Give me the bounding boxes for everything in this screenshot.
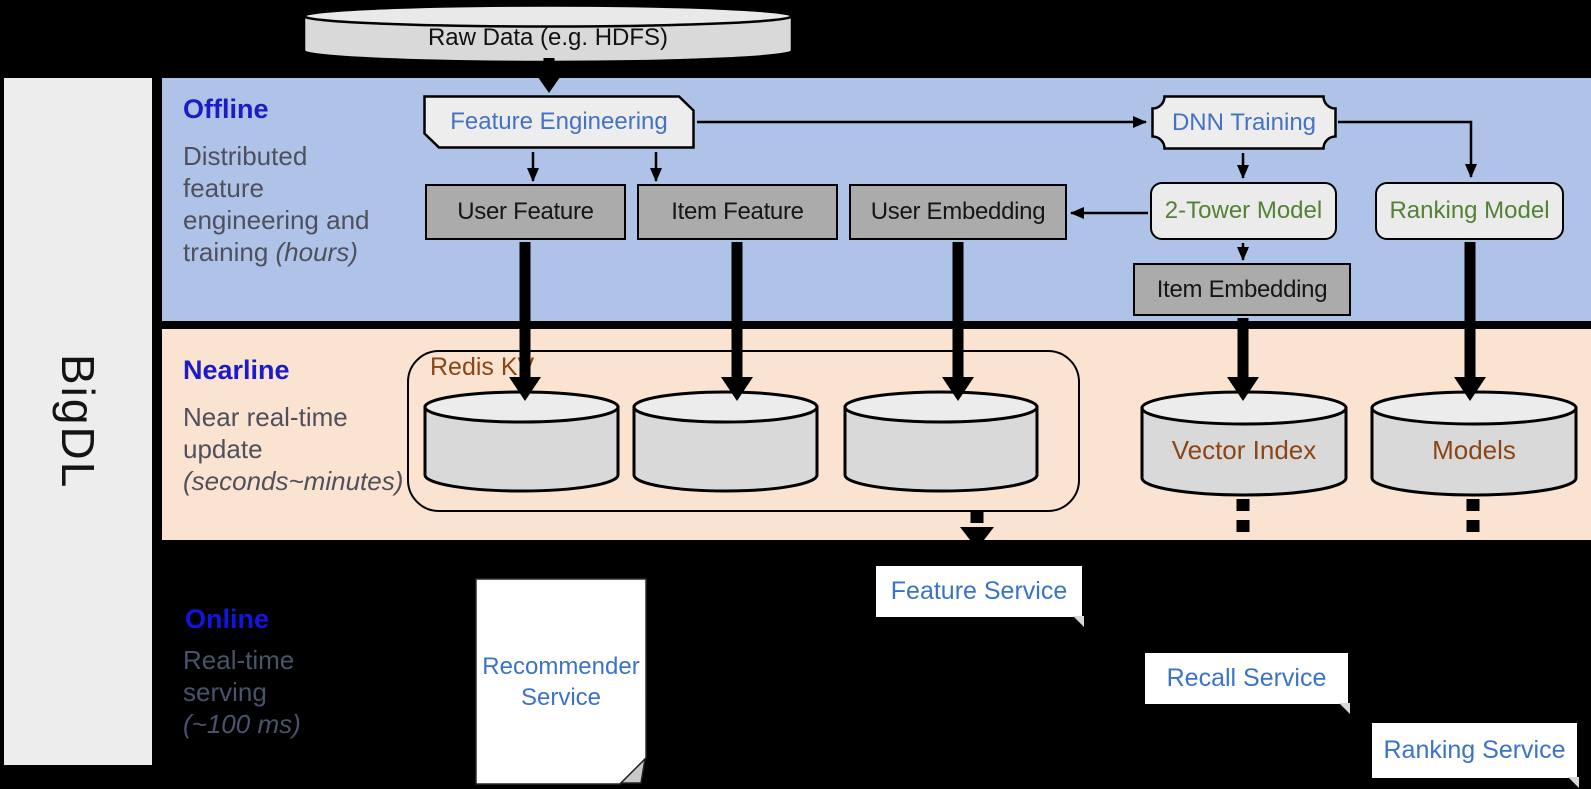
cylinder-shape-icon — [423, 390, 620, 493]
offline-section-title: Offline — [183, 94, 269, 124]
document-shape-icon — [475, 578, 647, 785]
user-feature-node: User Feature — [425, 184, 626, 240]
recommender-service-node: Recommender Service — [475, 578, 647, 785]
feature-engineering-label: Feature Engineering — [450, 108, 668, 135]
feature-service-label: Feature Service — [890, 577, 1068, 605]
two-tower-model-node: 2-Tower Model — [1150, 182, 1337, 240]
online-subtitle-duration: (~100 ms) — [183, 709, 301, 739]
snip-corner-shape-icon — [423, 95, 695, 149]
redis-cylinder-1 — [423, 390, 620, 493]
vector-index-cylinder: Vector Index — [1140, 390, 1348, 498]
nearline-subtitle-text: Near real-time update — [183, 402, 348, 464]
online-subtitle-text: Real-time serving — [183, 645, 295, 707]
nearline-section-subtitle: Near real-time update (seconds~minutes) — [183, 401, 433, 497]
cylinder-shape-icon — [1370, 390, 1578, 497]
feature-engineering-node: Feature Engineering — [423, 95, 695, 149]
online-section-title: Online — [185, 604, 270, 634]
redis-kv-container — [407, 350, 1080, 512]
page-curl-icon — [1568, 777, 1579, 788]
redis-kv-label: Redis KV — [430, 353, 535, 381]
online-section-subtitle: Real-time serving (~100 ms) — [183, 644, 333, 740]
nearline-section-title: Nearline — [183, 355, 290, 385]
recall-service-label: Recall Service — [1166, 664, 1327, 692]
page-curl-icon — [1073, 616, 1084, 627]
nearline-subtitle-duration: (seconds~minutes) — [183, 466, 404, 496]
recall-service-node: Recall Service — [1145, 653, 1350, 714]
raw-data-label: Raw Data (e.g. HDFS) — [427, 24, 669, 51]
cylinder-shape-icon — [843, 390, 1039, 493]
plaque-shape-icon — [1151, 95, 1337, 150]
models-label: Models — [1432, 434, 1516, 465]
recommender-service-label: Recommender Service — [482, 652, 640, 711]
dnn-training-label: DNN Training — [1171, 108, 1317, 136]
user-embedding-label: User Embedding — [870, 198, 1046, 225]
item-feature-node: Item Feature — [637, 184, 838, 240]
item-embedding-label: Item Embedding — [1156, 275, 1328, 303]
item-feature-label: Item Feature — [671, 198, 804, 225]
offline-subtitle-text: Distributed feature engineering and trai… — [183, 141, 370, 267]
bigdl-logo-text: BigDL — [52, 353, 104, 490]
vector-index-label: Vector Index — [1171, 434, 1317, 465]
page-curl-icon — [1339, 703, 1350, 714]
ranking-model-node: Ranking Model — [1375, 182, 1564, 240]
raw-data-cylinder: Raw Data (e.g. HDFS) — [302, 4, 794, 64]
bigdl-side-bar: BigDL — [4, 78, 152, 765]
models-cylinder: Models — [1370, 390, 1578, 498]
user-feature-label: User Feature — [457, 198, 594, 225]
item-embedding-node: Item Embedding — [1133, 263, 1351, 316]
offline-subtitle-duration: (hours) — [275, 237, 358, 267]
ranking-service-node: Ranking Service — [1372, 723, 1579, 788]
ranking-service-label: Ranking Service — [1383, 736, 1566, 764]
feature-service-node: Feature Service — [876, 566, 1084, 627]
dnn-training-node: DNN Training — [1151, 95, 1337, 150]
cylinder-shape-icon — [632, 390, 819, 493]
offline-section-subtitle: Distributed feature engineering and trai… — [183, 140, 383, 268]
cylinder-shape-icon — [302, 4, 794, 64]
user-embedding-node: User Embedding — [849, 184, 1067, 240]
two-tower-model-label: 2-Tower Model — [1164, 197, 1323, 224]
ranking-model-label: Ranking Model — [1389, 197, 1550, 224]
redis-cylinder-2 — [632, 390, 819, 493]
redis-cylinder-3 — [843, 390, 1039, 493]
cylinder-shape-icon — [1140, 390, 1348, 497]
